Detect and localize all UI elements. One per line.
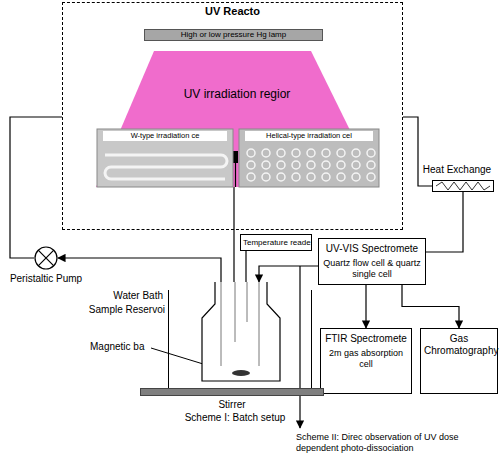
tube-coil bbox=[105, 155, 227, 179]
helix-turn bbox=[262, 173, 270, 181]
irradiation-region-text: UV irradiation regior bbox=[96, 87, 378, 101]
instrument-box-text: Quartz flow cell & quartz single cell bbox=[322, 258, 422, 280]
helix-turn bbox=[322, 149, 330, 157]
scheme-arrow bbox=[299, 266, 300, 428]
instrument-box: Gas Chromatography bbox=[420, 328, 498, 394]
temperature-sensor bbox=[233, 151, 238, 163]
sample-flask: Sample Reservoi bbox=[201, 282, 281, 382]
instrument-box-text: Gas Chromatography bbox=[424, 333, 494, 357]
helix-turn bbox=[352, 149, 360, 157]
cell-photo-text: W-type irradiation ce bbox=[103, 131, 227, 141]
flask-tubes bbox=[221, 282, 259, 366]
flow-line bbox=[402, 285, 459, 328]
flow-line bbox=[426, 192, 463, 252]
helix-turn bbox=[337, 173, 345, 181]
pump-cross bbox=[38, 250, 54, 266]
scheme-label-text: Scheme II: Direc observation of UV dose … bbox=[296, 432, 496, 454]
photo-ground bbox=[239, 129, 379, 187]
hg-lamp-text: High or low pressure Hg lamp bbox=[145, 30, 322, 40]
instrument-box-text: 2m gas absorption cell bbox=[324, 348, 408, 370]
helix-turn bbox=[247, 173, 255, 181]
reactor-enclosure: High or low pressure Hg lamp UV irradiati… bbox=[62, 2, 403, 230]
pump-body bbox=[35, 247, 57, 269]
reader-box: Temperature reade bbox=[240, 234, 312, 251]
instrument-box-text: FTIR Spectromete bbox=[324, 333, 408, 345]
heat-exchanger-text: Heat Exchange bbox=[422, 164, 492, 176]
helix-turn bbox=[307, 161, 315, 169]
helix-turn bbox=[247, 161, 255, 169]
sample-flask-text: Sample Reservoi bbox=[85, 304, 165, 316]
helix-turn bbox=[292, 173, 300, 181]
helix-turn bbox=[292, 161, 300, 169]
helix-turn bbox=[277, 161, 285, 169]
helix-turn bbox=[322, 173, 330, 181]
helix-turn bbox=[307, 173, 315, 181]
helix-turn bbox=[337, 149, 345, 157]
irradiation-fill bbox=[96, 51, 378, 187]
flask-outline bbox=[202, 282, 280, 381]
helix-turn bbox=[247, 149, 255, 157]
cell-photo-text: Helical-type irradiation cel bbox=[245, 131, 373, 141]
helix-turn bbox=[292, 149, 300, 157]
part-label: Magnetic ba bbox=[90, 341, 150, 353]
photo-ground bbox=[97, 129, 233, 187]
peristaltic-pump: Peristaltic Pump bbox=[34, 246, 58, 270]
flow-line bbox=[403, 117, 432, 186]
scheme-label: Scheme II: Direc observation of UV dose … bbox=[296, 432, 496, 454]
helix-turn bbox=[277, 173, 285, 181]
helix-turn bbox=[367, 173, 375, 181]
heat-exchanger: Heat Exchange bbox=[432, 180, 494, 192]
helix-turn bbox=[367, 149, 375, 157]
scheme-label: Scheme I: Batch setup bbox=[160, 412, 310, 424]
helix-turn bbox=[262, 149, 270, 157]
stirrer-plate-text: Stirrer bbox=[141, 399, 323, 411]
instrument-box: UV-VIS SpectrometeQuartz flow cell & qua… bbox=[318, 238, 426, 285]
cell-photo: Helical-type irradiation cel bbox=[239, 129, 379, 187]
helix-turn bbox=[337, 161, 345, 169]
water-bath: Sample ReservoiWater Bath bbox=[168, 290, 312, 390]
helix-turn bbox=[352, 173, 360, 181]
temperature-probe bbox=[235, 163, 236, 187]
instrument-box-text: UV-VIS Spectromete bbox=[322, 243, 422, 255]
flow-line bbox=[10, 117, 62, 258]
scheme-label-text: Scheme I: Batch setup bbox=[160, 412, 310, 424]
helix-turn bbox=[322, 161, 330, 169]
flow-line bbox=[58, 258, 221, 282]
water-bath-text: Water Bath bbox=[95, 290, 163, 302]
instrument-box: FTIR Spectromete 2m gas absorption cell bbox=[320, 328, 412, 394]
stir-bar bbox=[232, 370, 250, 376]
helix-turn bbox=[367, 161, 375, 169]
part-label-text: Magnetic ba bbox=[90, 341, 150, 353]
peristaltic-pump-text: Peristaltic Pump bbox=[4, 273, 88, 285]
peristaltic-pump-shape bbox=[34, 246, 58, 270]
reader-box-text: Temperature reade bbox=[243, 237, 309, 248]
flow-line bbox=[245, 251, 246, 282]
exchanger-coil bbox=[436, 182, 490, 190]
helix-turn bbox=[307, 149, 315, 157]
cell-photo: W-type irradiation ce bbox=[97, 129, 233, 187]
flow-line bbox=[365, 285, 366, 328]
flow-line bbox=[259, 266, 318, 282]
sample-flask-shape bbox=[201, 282, 281, 382]
helix-turn bbox=[277, 149, 285, 157]
helix-turn bbox=[352, 161, 360, 169]
helix-turn bbox=[262, 161, 270, 169]
stirrer-plate: Stirrer bbox=[140, 388, 324, 396]
exchanger-body bbox=[433, 181, 494, 192]
heat-exchanger-shape bbox=[432, 180, 494, 192]
temperature-probe bbox=[233, 186, 234, 282]
hg-lamp: High or low pressure Hg lamp bbox=[144, 29, 323, 41]
reactor-enclosure-text: UV Reacto bbox=[63, 5, 402, 18]
